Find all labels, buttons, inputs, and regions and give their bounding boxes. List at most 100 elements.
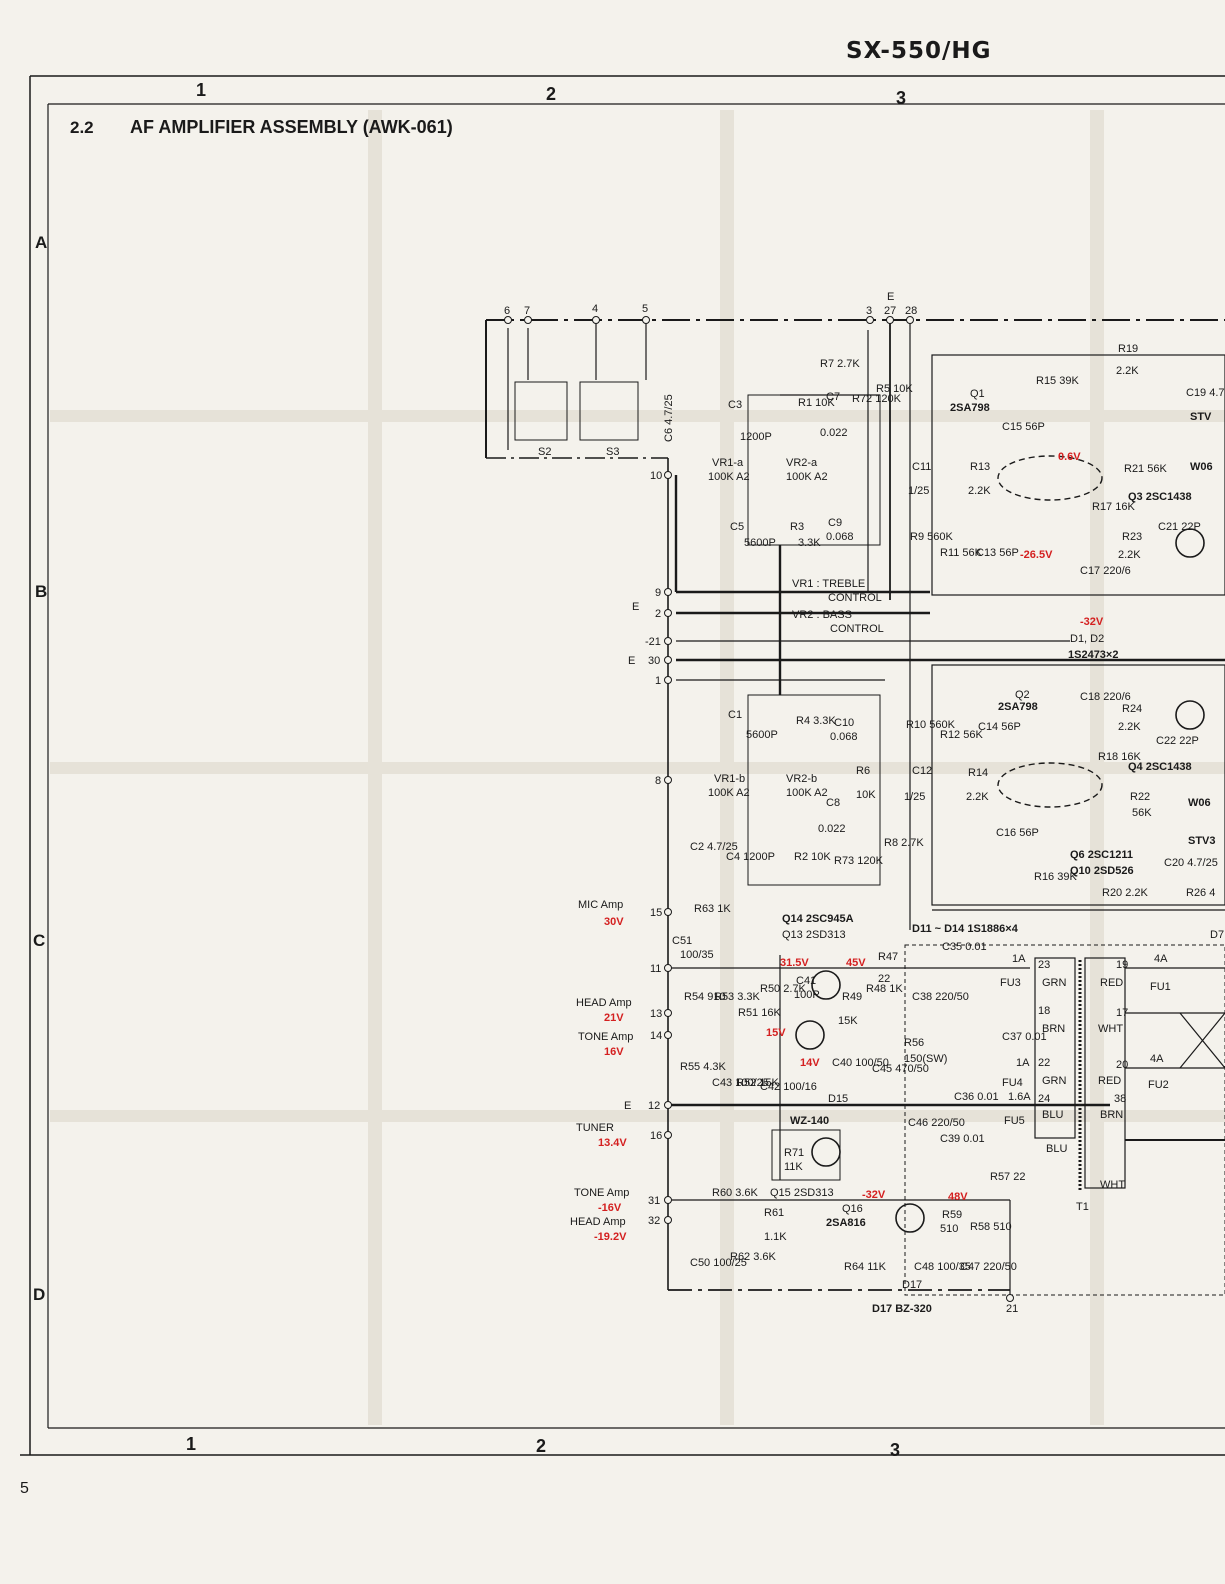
voltage-45v: 45V <box>846 957 866 969</box>
terminal-nodes <box>504 316 1014 1302</box>
d11-d14-label: D11 ~ D14 1S1886×4 <box>912 923 1019 935</box>
r49-label: R49 <box>842 991 862 1003</box>
q16-type: 2SA816 <box>826 1217 866 1229</box>
grid-row-b: B <box>35 582 47 601</box>
tap-18: 18 <box>1038 1005 1050 1017</box>
r58-label: R58 510 <box>970 1221 1012 1233</box>
c6-label: C6 4.7/25 <box>663 394 675 442</box>
c21-label: C21 22P <box>1158 521 1201 533</box>
wire-color-red-2: RED <box>1098 1075 1121 1087</box>
c11-value: 1/25 <box>908 485 929 497</box>
wire-color-wht-1: WHT <box>1098 1023 1123 1035</box>
voltage-m32v-b: -32V <box>862 1189 886 1201</box>
r61-value: 1.1K <box>764 1231 787 1243</box>
terminal-16: 16 <box>650 1130 662 1142</box>
c12-value: 1/25 <box>904 791 925 803</box>
fu2-value: 4A <box>1150 1053 1164 1065</box>
terminal-5: 5 <box>642 303 648 315</box>
fu4-value: 1A <box>1016 1057 1030 1069</box>
c13-label: C13 56P <box>976 547 1019 559</box>
terminal-13: 13 <box>650 1008 662 1020</box>
r55-label: R55 4.3K <box>680 1061 727 1073</box>
transformer-t1: T1 <box>1076 1201 1089 1213</box>
c12-label: C12 <box>912 765 932 777</box>
voltage-48v: 48V <box>948 1191 968 1203</box>
c51-label: C51 <box>672 935 692 947</box>
voltage-m32v-a: -32V <box>1080 616 1104 628</box>
wiring <box>485 319 1225 1300</box>
wire-color-blu-2: BLU <box>1046 1143 1067 1155</box>
r8-label: R8 2.7K <box>884 837 924 849</box>
q6-label: Q6 2SC1211 <box>1070 849 1133 861</box>
tap-17: 17 <box>1116 1007 1128 1019</box>
r71-label: R71 <box>784 1147 804 1159</box>
r56-value: 150(SW) <box>904 1053 947 1065</box>
vr2b-value: 100K A2 <box>786 787 828 799</box>
c14-label: C14 56P <box>978 721 1021 733</box>
wire-color-brn: BRN <box>1042 1023 1065 1035</box>
tap-24: 24 <box>1038 1093 1050 1105</box>
stv-label-1: STV <box>1190 411 1212 423</box>
c36-label: C36 0.01 <box>954 1091 999 1103</box>
r50-label: R50 2.7K <box>760 983 807 995</box>
q3-label: Q3 2SC1438 <box>1128 491 1192 503</box>
wz140-label: WZ-140 <box>790 1115 829 1127</box>
grid-col-1-top: 1 <box>196 80 206 100</box>
r72-label: R72 120K <box>852 393 902 405</box>
r62-label: R62 3.6K <box>730 1251 777 1263</box>
vr1a-value: 100K A2 <box>708 471 750 483</box>
c46-label: C46 220/50 <box>908 1117 965 1129</box>
legend-vr2: VR2 : BASS <box>792 609 852 621</box>
terminal-11: 11 <box>650 963 661 975</box>
c10-value: 0.068 <box>830 731 858 743</box>
r54-label: R54 910 <box>684 991 726 1003</box>
wire-color-grn-1: GRN <box>1042 977 1067 989</box>
r63-label: R63 1K <box>694 903 731 915</box>
c47-label: C47 220/50 <box>960 1261 1017 1273</box>
input-tone-amp-neg: TONE Amp <box>574 1187 629 1199</box>
terminal-3: 3 <box>866 305 872 317</box>
r3-value: 3.3K <box>798 537 821 549</box>
r14-label: R14 <box>968 767 988 779</box>
d17-label: D17 <box>902 1279 922 1291</box>
terminal-12: 12 <box>648 1100 660 1112</box>
fu3-label: FU3 <box>1000 977 1021 989</box>
r59-label: R59 <box>942 1209 962 1221</box>
grid-col-1-bottom: 1 <box>186 1434 196 1454</box>
terminal-32: 32 <box>648 1215 660 1227</box>
wire-color-red-1: RED <box>1100 977 1123 989</box>
r16-label: R16 39K <box>1034 871 1077 883</box>
terminal-9: 9 <box>655 587 661 599</box>
r59-value: 510 <box>940 1223 958 1235</box>
r17-label: R17 16K <box>1092 501 1135 513</box>
vr1b-label: VR1-b <box>714 773 745 785</box>
c40-label: C40 100/50 <box>832 1057 889 1069</box>
input-head-amp: HEAD Amp <box>576 997 632 1009</box>
terminal-m21: -21 <box>645 636 661 648</box>
c10-label: C10 <box>834 717 854 729</box>
r23-label: R23 <box>1122 531 1142 543</box>
c7-label: C7 <box>826 391 840 403</box>
c48-label: C48 100/35 <box>914 1261 971 1273</box>
r53-label: R53 3.3K <box>714 991 761 1003</box>
input-head-amp-neg: HEAD Amp <box>570 1216 626 1228</box>
voltage-0-6v: 0.6V <box>1058 451 1081 463</box>
terminal-27: 27 <box>884 305 896 317</box>
c35-label: C35 0.01 <box>942 941 987 953</box>
q4-label: Q4 2SC1438 <box>1128 761 1192 773</box>
tap-23: 23 <box>1038 959 1050 971</box>
grid-row-c: C <box>33 931 45 950</box>
legend-vr1: VR1 : TREBLE <box>792 578 865 590</box>
terminal-31: 31 <box>648 1195 660 1207</box>
r5-label: R5 10K <box>876 383 913 395</box>
q1-type: 2SA798 <box>950 402 990 414</box>
r47-label: R47 <box>878 951 898 963</box>
c15-label: C15 56P <box>1002 421 1045 433</box>
q13-label: Q13 2SD313 <box>782 929 846 941</box>
r4-label: R4 3.3K <box>796 715 836 727</box>
voltage-14v: 14V <box>800 1057 820 1069</box>
q1-label: Q1 <box>970 388 985 400</box>
r18-label: R18 16K <box>1098 751 1141 763</box>
r6-label: R6 <box>856 765 870 777</box>
